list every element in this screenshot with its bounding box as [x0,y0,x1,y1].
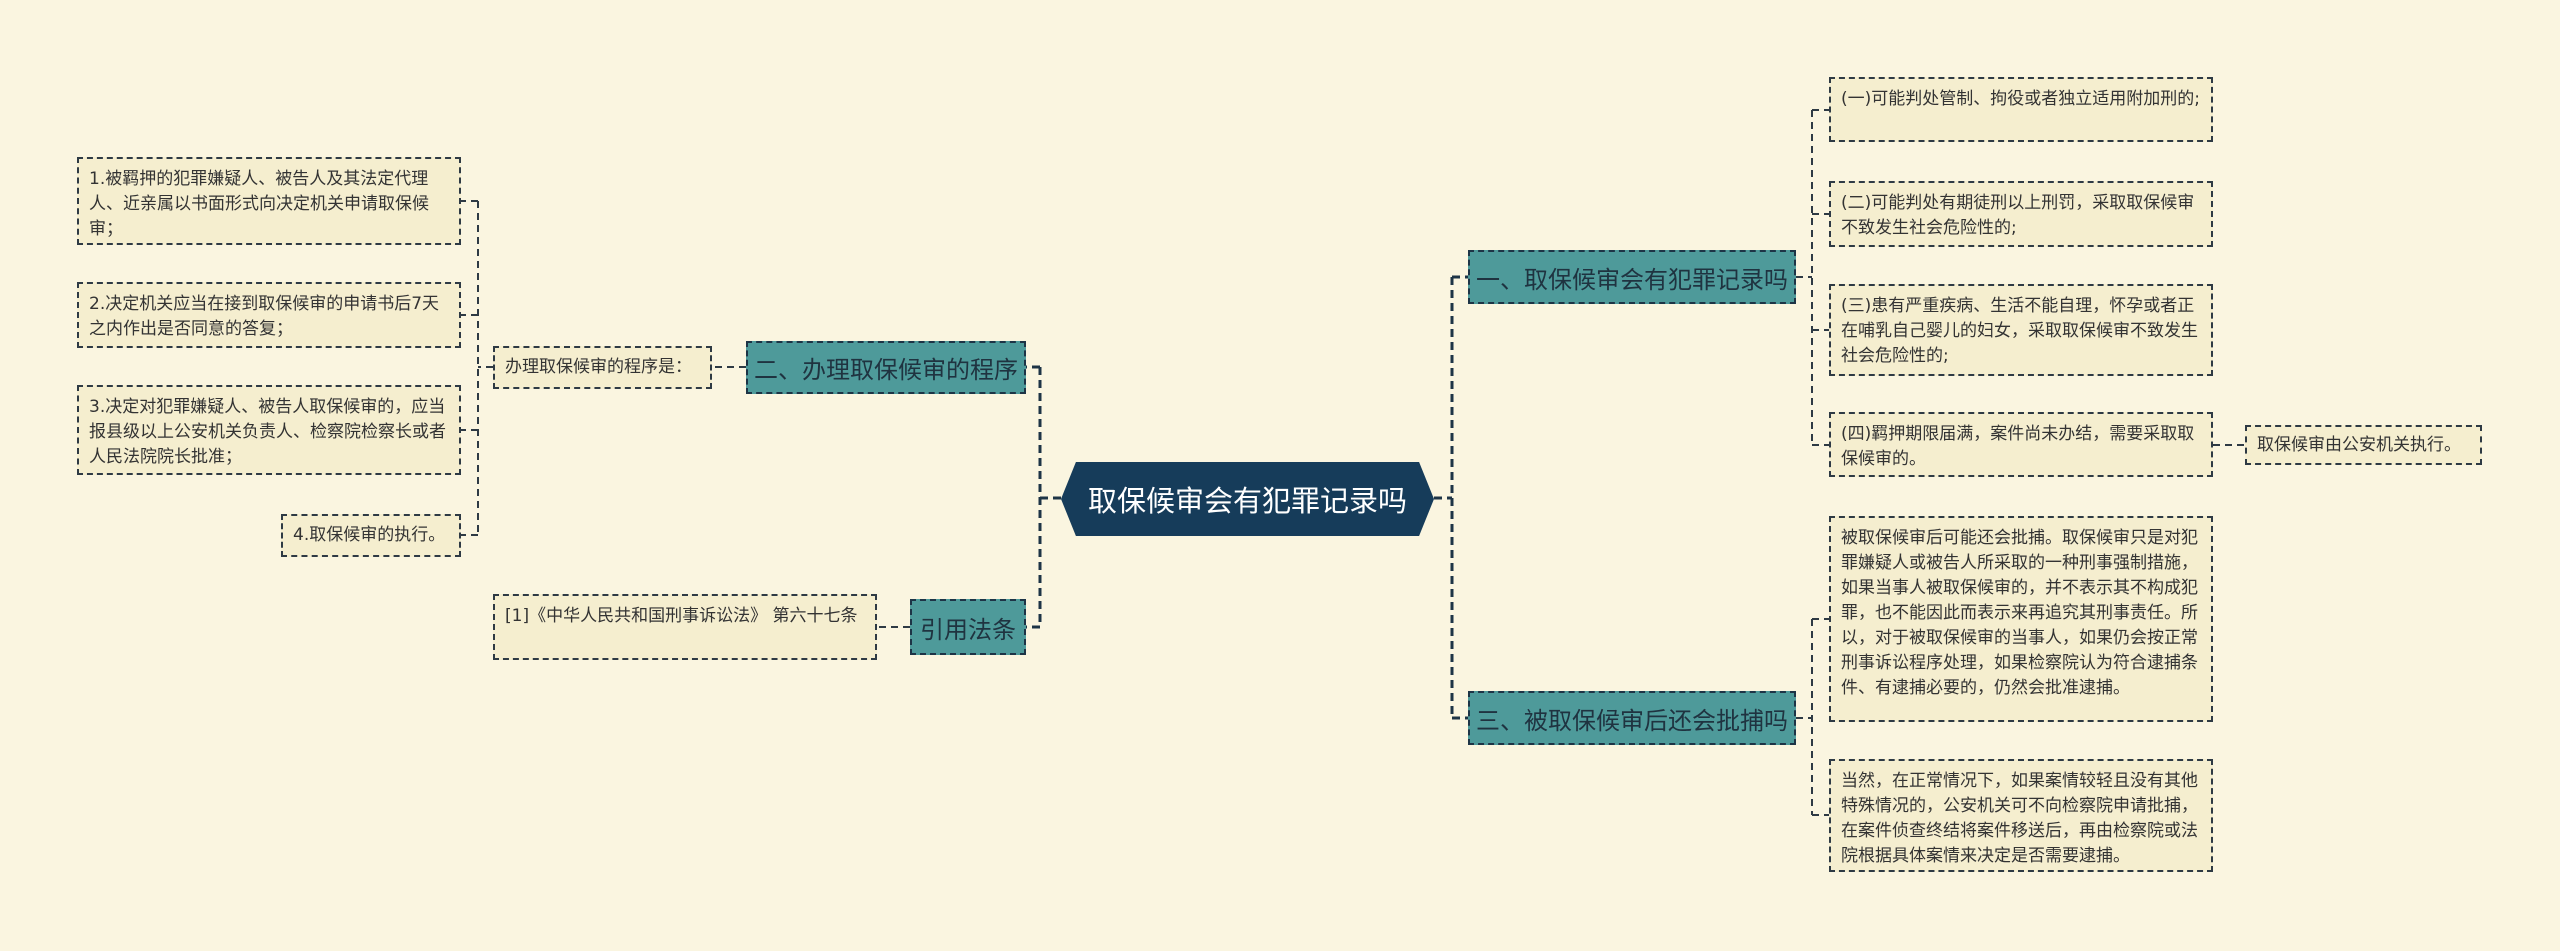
record-item-text: (二)可能判处有期徒刑以上刑罚，采取取保候审不致发生社会危险性的; [1841,193,2195,238]
branch-citation-label: 引用法条 [920,615,1016,644]
connector-arrest [1796,618,1829,816]
record-item-4[interactable]: (四)羁押期限届满，案件尚未办结，需要采取取保候审的。 [1829,412,2213,477]
arrest-item-text: 被取保候审后可能还会批捕。取保候审只是对犯罪嫌疑人或被告人所采取的一种刑事强制措… [1841,528,2198,698]
record-item-4-child[interactable]: 取保候审由公安机关执行。 [2245,425,2482,465]
procedure-intro[interactable]: 办理取保候审的程序是： [493,346,712,389]
procedure-intro-text: 办理取保候审的程序是： [505,357,692,377]
connector-record [1796,109,1829,446]
branch-procedure[interactable]: 二、办理取保候审的程序 [746,341,1026,394]
arrest-item-1[interactable]: 被取保候审后可能还会批捕。取保候审只是对犯罪嫌疑人或被告人所采取的一种刑事强制措… [1829,516,2213,722]
branch-procedure-label: 二、办理取保候审的程序 [754,356,1018,384]
branch-arrest-label: 三、被取保候审后还会批捕吗 [1476,706,1788,735]
procedure-item-2[interactable]: 2.决定机关应当在接到取保候审的申请书后7天之内作出是否同意的答复； [77,282,461,348]
connector-root-left [1026,365,1061,629]
procedure-item-text: 1.被羁押的犯罪嫌疑人、被告人及其法定代理人、近亲属以书面形式向决定机关申请取保… [89,169,429,239]
record-item-1[interactable]: (一)可能判处管制、拘役或者独立适用附加刑的; [1829,77,2213,142]
connector-procedure [461,200,746,536]
procedure-item-4[interactable]: 4.取保候审的执行。 [281,514,461,557]
record-item-text: (一)可能判处管制、拘役或者独立适用附加刑的; [1841,89,2200,109]
root-topic-label: 取保候审会有犯罪记录吗 [1087,484,1407,518]
record-item-4-child-text: 取保候审由公安机关执行。 [2257,434,2461,455]
arrest-item-text: 当然，在正常情况下，如果案情较轻且没有其他特殊情况的，公安机关可不向检察院申请批… [1841,771,2198,866]
record-item-text: (四)羁押期限届满，案件尚未办结，需要采取取保候审的。 [1841,424,2195,469]
procedure-item-text: 2.决定机关应当在接到取保候审的申请书后7天之内作出是否同意的答复； [89,294,440,339]
branch-arrest[interactable]: 三、被取保候审后还会批捕吗 [1468,691,1796,745]
arrest-item-2[interactable]: 当然，在正常情况下，如果案情较轻且没有其他特殊情况的，公安机关可不向检察院申请批… [1829,759,2213,872]
record-item-3[interactable]: (三)患有严重疾病、生活不能自理，怀孕或者正在哺乳自己婴儿的妇女，采取取保候审不… [1829,284,2213,376]
citation-text: [1]《中华人民共和国刑事诉讼法》 第六十七条 [505,606,858,626]
connector-root-right [1434,275,1468,720]
procedure-item-3[interactable]: 3.决定对犯罪嫌疑人、被告人取保候审的，应当报县级以上公安机关负责人、检察院检察… [77,385,461,475]
branch-citation[interactable]: 引用法条 [910,599,1026,655]
branch-record[interactable]: 一、取保候审会有犯罪记录吗 [1468,250,1796,304]
procedure-item-1[interactable]: 1.被羁押的犯罪嫌疑人、被告人及其法定代理人、近亲属以书面形式向决定机关申请取保… [77,157,461,245]
procedure-item-text: 3.决定对犯罪嫌疑人、被告人取保候审的，应当报县级以上公安机关负责人、检察院检察… [89,397,446,467]
record-item-text: (三)患有严重疾病、生活不能自理，怀孕或者正在哺乳自己婴儿的妇女，采取取保候审不… [1841,296,2198,366]
root-topic[interactable]: 取保候审会有犯罪记录吗 [1061,462,1434,536]
branch-record-label: 一、取保候审会有犯罪记录吗 [1476,265,1788,294]
procedure-item-text: 4.取保候审的执行。 [293,525,446,545]
citation-item[interactable]: [1]《中华人民共和国刑事诉讼法》 第六十七条 [493,594,877,660]
record-item-2[interactable]: (二)可能判处有期徒刑以上刑罚，采取取保候审不致发生社会危险性的; [1829,181,2213,247]
